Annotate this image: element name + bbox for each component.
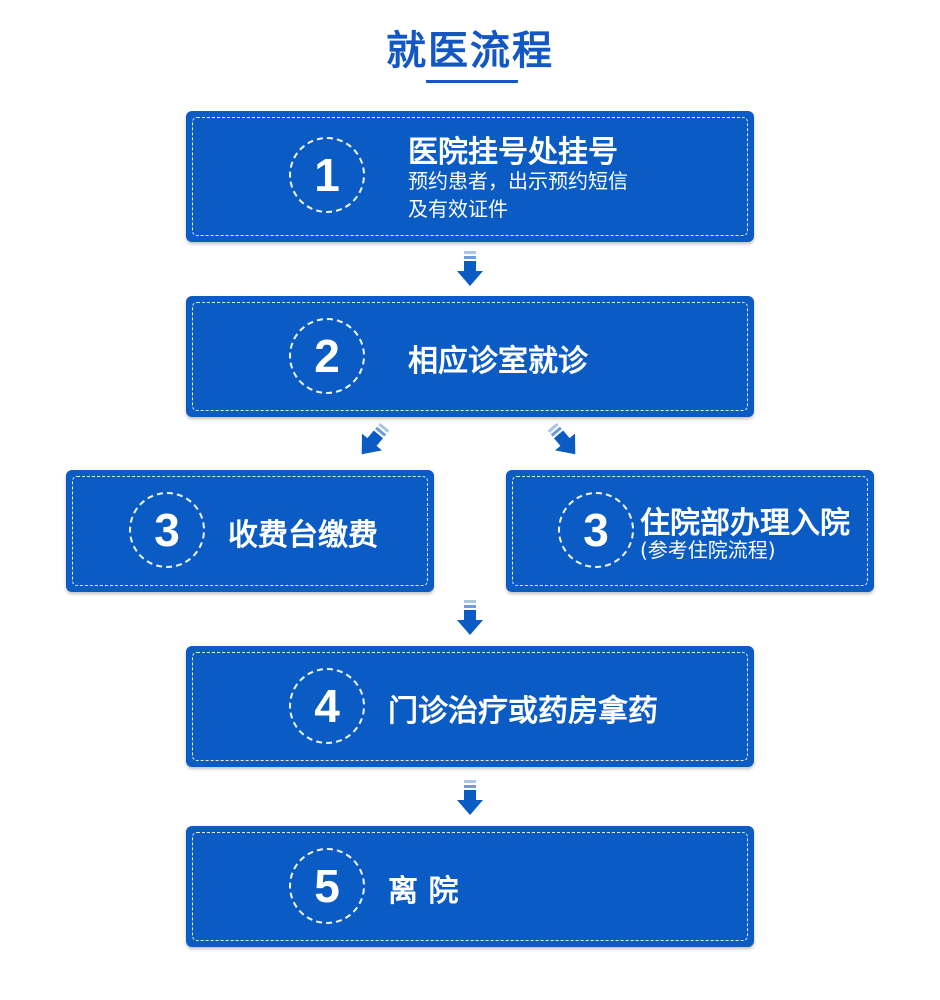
step-1-number: 1 bbox=[289, 137, 365, 213]
step-2-label: 相应诊室就诊 bbox=[408, 344, 588, 379]
step-5-dashed-border bbox=[192, 832, 748, 941]
step-3-admission-box: 3 住院部办理入院 (参考住院流程) bbox=[506, 470, 874, 592]
step-3-payment-label: 收费台缴费 bbox=[228, 518, 378, 553]
down-arrow-icon bbox=[457, 251, 483, 286]
title-underline bbox=[426, 80, 518, 83]
step-3-payment-box: 3 收费台缴费 bbox=[66, 470, 434, 592]
step-5-number: 5 bbox=[289, 848, 365, 924]
step-1-label: 医院挂号处挂号 bbox=[408, 135, 618, 170]
step-2-dashed-border bbox=[192, 302, 748, 411]
step-1-subtext-line2: 及有效证件 bbox=[408, 197, 508, 221]
step-3-payment-number: 3 bbox=[129, 492, 205, 568]
down-left-arrow-icon bbox=[361, 422, 390, 455]
step-2-number: 2 bbox=[289, 318, 365, 394]
step-3-payment-dashed-border bbox=[72, 476, 428, 586]
step-4-box: 4 门诊治疗或药房拿药 bbox=[186, 646, 754, 767]
step-4-label: 门诊治疗或药房拿药 bbox=[388, 694, 658, 729]
down-arrow-icon bbox=[457, 780, 483, 815]
page-title: 就医流程 bbox=[386, 28, 554, 74]
step-3-admission-subtext: (参考住院流程) bbox=[640, 538, 776, 562]
step-2-box: 2 相应诊室就诊 bbox=[186, 296, 754, 417]
step-4-number: 4 bbox=[289, 668, 365, 744]
step-3-admission-number: 3 bbox=[558, 492, 634, 568]
step-5-box: 5 离 院 bbox=[186, 826, 754, 947]
step-3-admission-label: 住院部办理入院 bbox=[640, 506, 850, 541]
step-5-label: 离 院 bbox=[388, 874, 459, 909]
step-1-box: 1 医院挂号处挂号 预约患者，出示预约短信 及有效证件 bbox=[186, 111, 754, 242]
down-right-arrow-icon bbox=[547, 422, 576, 455]
step-3-admission-dashed-border bbox=[512, 476, 868, 586]
step-1-dashed-border bbox=[192, 117, 748, 236]
step-4-dashed-border bbox=[192, 652, 748, 761]
down-arrow-icon bbox=[457, 600, 483, 635]
step-1-subtext-line1: 预约患者，出示预约短信 bbox=[408, 169, 628, 193]
